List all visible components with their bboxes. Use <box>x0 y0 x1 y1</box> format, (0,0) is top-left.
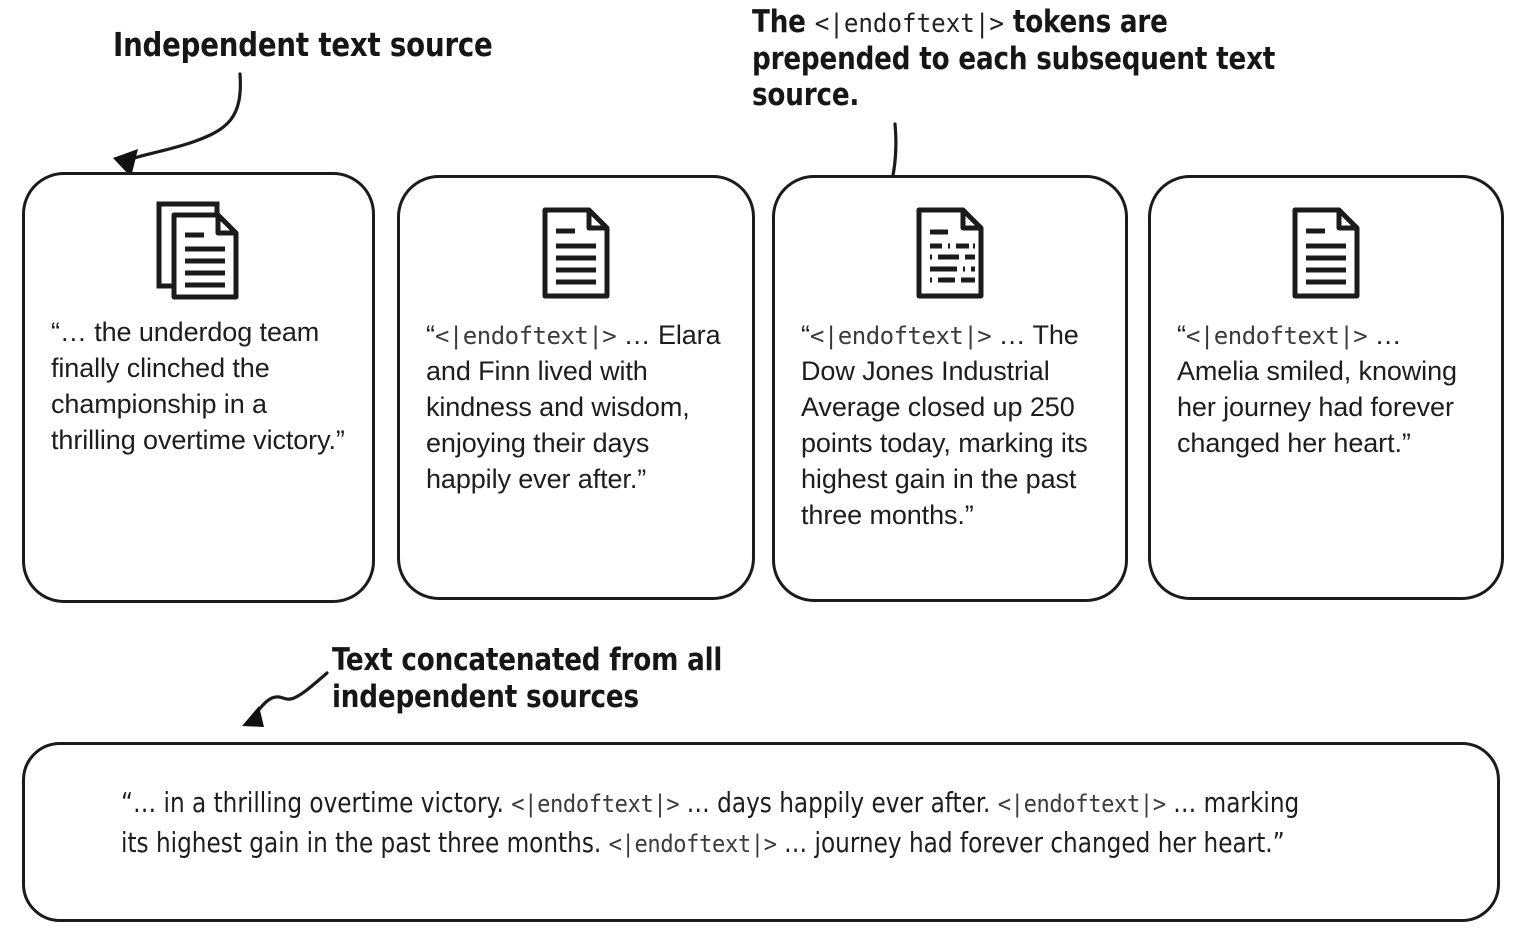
annotation-eot-suffix: tokens are prepended to each subsequent … <box>752 4 1276 114</box>
text-source-card[interactable]: “<|endoftext|> … Elara and Finn lived wi… <box>397 175 755 600</box>
card-text-body: … The Dow Jones Industrial Average close… <box>801 320 1088 530</box>
concatenated-segment-text: … marking its highest gain in the past t… <box>121 786 1300 859</box>
text-source-card[interactable]: “<|endoftext|> … Amelia smiled, knowing … <box>1148 175 1504 600</box>
card-text-prefix: “ <box>426 320 435 350</box>
concatenated-segment-text: “… in a thrilling overtime victory. <box>121 786 512 819</box>
annotation-endoftext-note: The <|endoftext|> tokens are prepended t… <box>752 4 1316 114</box>
annotation-text-concatenated: Text concatenated from all independent s… <box>332 642 723 715</box>
endoftext-token: <|endoftext|> <box>809 322 992 350</box>
stacked-documents-icon <box>25 201 372 301</box>
endoftext-token: <|endoftext|> <box>997 790 1166 818</box>
endoftext-token: <|endoftext|> <box>1185 322 1368 350</box>
arrow-to-card-1 <box>113 72 242 177</box>
card-text-prefix: “ <box>1177 320 1186 350</box>
card-text-body: … Elara and Finn lived with kindness and… <box>426 320 721 494</box>
document-icon <box>1151 204 1501 304</box>
concatenated-output-text: “… in a thrilling overtime victory. <|en… <box>121 783 1332 863</box>
annotation-eot-token: <|endoftext|> <box>814 9 1004 39</box>
concatenated-segment-text: … journey had forever changed her heart.… <box>776 825 1285 859</box>
concatenated-segment-text: … days happily ever after. <box>679 786 998 819</box>
text-source-card[interactable]: “… the underdog team finally clinched th… <box>22 172 375 603</box>
card-text: “<|endoftext|> … Elara and Finn lived wi… <box>426 318 732 498</box>
card-text-prefix: “… <box>51 317 95 347</box>
annotation-independent-text-source: Independent text source <box>113 25 493 64</box>
endoftext-token: <|endoftext|> <box>434 322 617 350</box>
article-document-icon <box>775 204 1125 304</box>
endoftext-token: <|endoftext|> <box>511 790 680 818</box>
card-text-prefix: “ <box>801 320 810 350</box>
endoftext-token: <|endoftext|> <box>608 829 777 858</box>
card-text: “… the underdog team finally clinched th… <box>51 315 352 459</box>
arrow-to-concatenated-box <box>242 671 329 727</box>
concatenated-output-box[interactable]: “… in a thrilling overtime victory. <|en… <box>22 742 1500 922</box>
document-icon <box>400 204 752 304</box>
card-text-body: the underdog team finally clinched the c… <box>51 317 345 455</box>
text-source-card[interactable]: “<|endoftext|> … The Dow Jones Industria… <box>772 175 1128 602</box>
card-text-body: … Amelia smiled, knowing her journey had… <box>1177 320 1457 458</box>
card-text: “<|endoftext|> … The Dow Jones Industria… <box>801 318 1105 533</box>
annotation-eot-prefix: The <box>752 4 815 40</box>
card-text: “<|endoftext|> … Amelia smiled, knowing … <box>1177 318 1481 462</box>
